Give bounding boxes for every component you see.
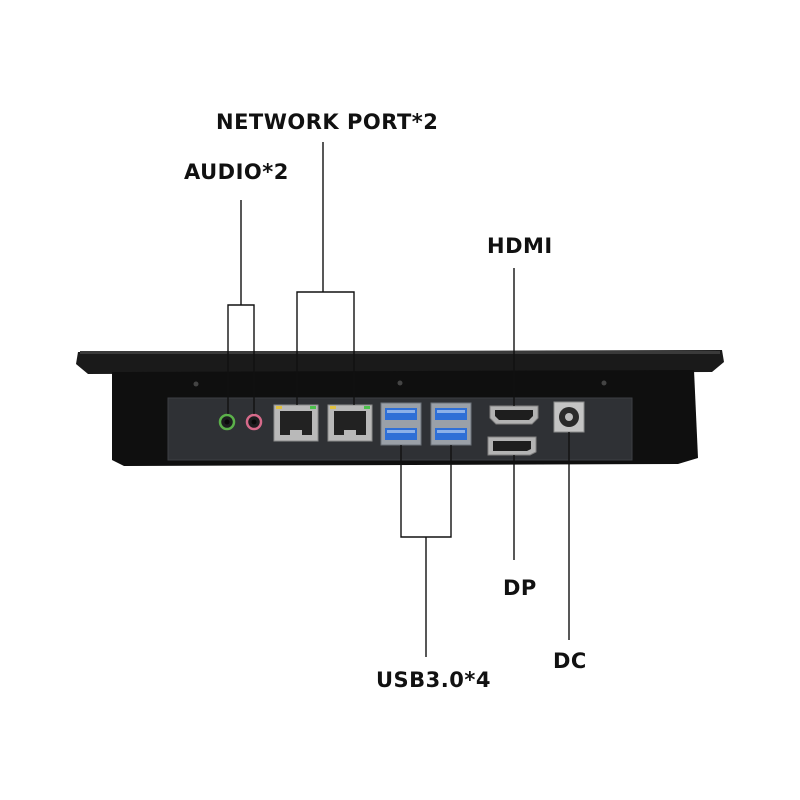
label-dc: DC: [553, 649, 587, 673]
label-hdmi: HDMI: [487, 234, 553, 258]
screw: [397, 380, 403, 386]
network-port-1: [273, 404, 319, 442]
usb-stack-left: [380, 402, 422, 446]
network-port-2: [327, 404, 373, 442]
label-usb: USB3.0*4: [376, 668, 491, 692]
bracket-network: [296, 291, 355, 405]
dc-jack: [553, 401, 585, 433]
audio-jack-pink: [245, 413, 263, 431]
audio-jack-green: [218, 413, 236, 431]
bracket-audio: [227, 304, 255, 414]
screw: [193, 381, 199, 387]
label-network-port: NETWORK PORT*2: [216, 110, 439, 134]
bezel-highlight: [80, 351, 720, 354]
leader-lines: [227, 142, 570, 657]
label-dp: DP: [503, 576, 537, 600]
usb-stack-right: [430, 402, 472, 446]
label-audio: AUDIO*2: [184, 160, 289, 184]
screw: [601, 380, 607, 386]
monitor-bezel: [76, 350, 724, 374]
dp-port: [487, 436, 537, 456]
hdmi-port: [489, 405, 539, 425]
